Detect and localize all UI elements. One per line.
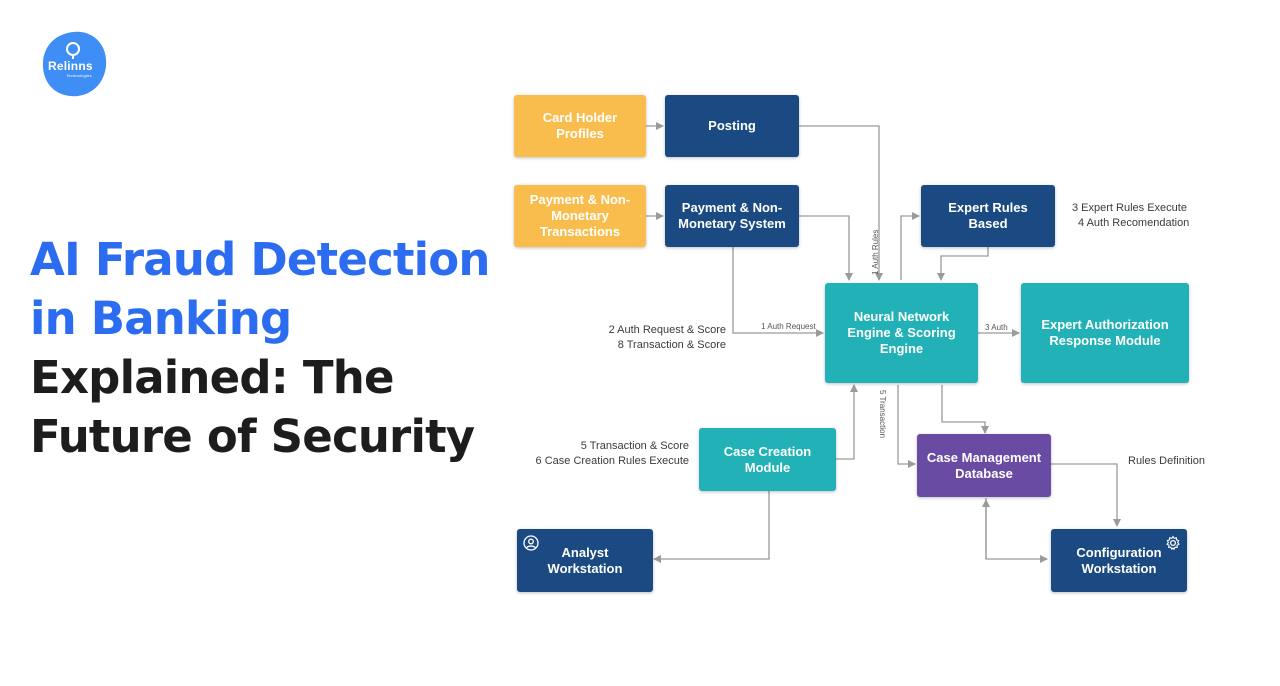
case-note: 5 Transaction & Score 6 Case Creation Ru… [517,439,689,469]
case-management-label: Case Management Database [926,449,1042,481]
brand-logo: Relinns Technologies [40,30,108,98]
auth-note: 2 Auth Request & Score 8 Transaction & S… [600,323,726,353]
brand-tagline: Technologies [66,73,92,78]
expert-rules-note: 3 Expert Rules Execute 4 Auth Recomendat… [1072,201,1189,231]
case-creation-box[interactable]: Case Creation Module [699,428,836,491]
title-line-1: AI Fraud Detection [30,233,490,286]
brand-name: Relinns [48,59,93,73]
expert-rules-label: Expert Rules Based [948,200,1028,231]
analyst-workstation-box[interactable]: Analyst Workstation [517,529,653,592]
auth-note-line-2: 8 Transaction & Score [617,339,726,351]
card-holder-profiles-label: Card Holder Profiles [542,110,618,141]
posting-label: Posting [708,118,756,133]
expert-rules-note-line-1: 3 Expert Rules Execute [1072,202,1187,214]
payment-system-box[interactable]: Payment & Non-Monetary System [665,185,799,247]
gear-icon [1166,535,1180,551]
fraud-detection-diagram: Card Holder Profiles Posting Payment & N… [505,80,1265,610]
neural-engine-label: Neural Network Engine & Scoring Engine [847,309,956,356]
page-title: AI Fraud Detection in Banking Explained:… [30,230,500,466]
vertical-bottom-label: 5 Transaction [878,390,887,439]
payment-system-label: Payment & Non-Monetary System [678,200,786,231]
user-icon [523,535,539,551]
expert-rules-box[interactable]: Expert Rules Based [921,185,1055,247]
payment-transactions-box[interactable]: Payment & Non-Monetary Transactions [514,185,646,247]
case-creation-label: Case Creation Module [723,443,812,475]
posting-box[interactable]: Posting [665,95,799,157]
configuration-workstation-label: Configuration Workstation [1076,544,1162,576]
case-note-line-2: 6 Case Creation Rules Execute [535,455,689,467]
expert-rules-note-line-2: 4 Auth Recomendation [1078,217,1190,229]
case-management-box[interactable]: Case Management Database [917,434,1051,497]
title-line-2: in Banking [30,292,292,345]
rules-definition-note: Rules Definition [1128,455,1206,467]
auth-request-label: 1 Auth Request [761,322,816,331]
expert-authorization-box[interactable]: Expert Authorization Response Module [1021,283,1189,383]
title-line-4: Future of Security [30,410,475,463]
auth-note-line-1: 2 Auth Request & Score [608,324,726,336]
expert-authorization-label: Expert Authorization Response Module [1041,317,1169,348]
configuration-workstation-box[interactable]: Configuration Workstation [1051,529,1187,592]
case-note-line-1: 5 Transaction & Score [580,440,689,452]
analyst-workstation-label: Analyst Workstation [547,544,623,576]
connector-lines [646,122,1121,563]
neural-engine-box[interactable]: Neural Network Engine & Scoring Engine [825,283,978,383]
payment-transactions-label: Payment & Non-Monetary Transactions [529,192,631,239]
vertical-top-label: 1 Auth Rules [871,229,880,275]
card-holder-profiles-box[interactable]: Card Holder Profiles [514,95,646,157]
title-line-3: Explained: The [30,351,394,404]
auth-label: 3 Auth [985,323,1008,332]
